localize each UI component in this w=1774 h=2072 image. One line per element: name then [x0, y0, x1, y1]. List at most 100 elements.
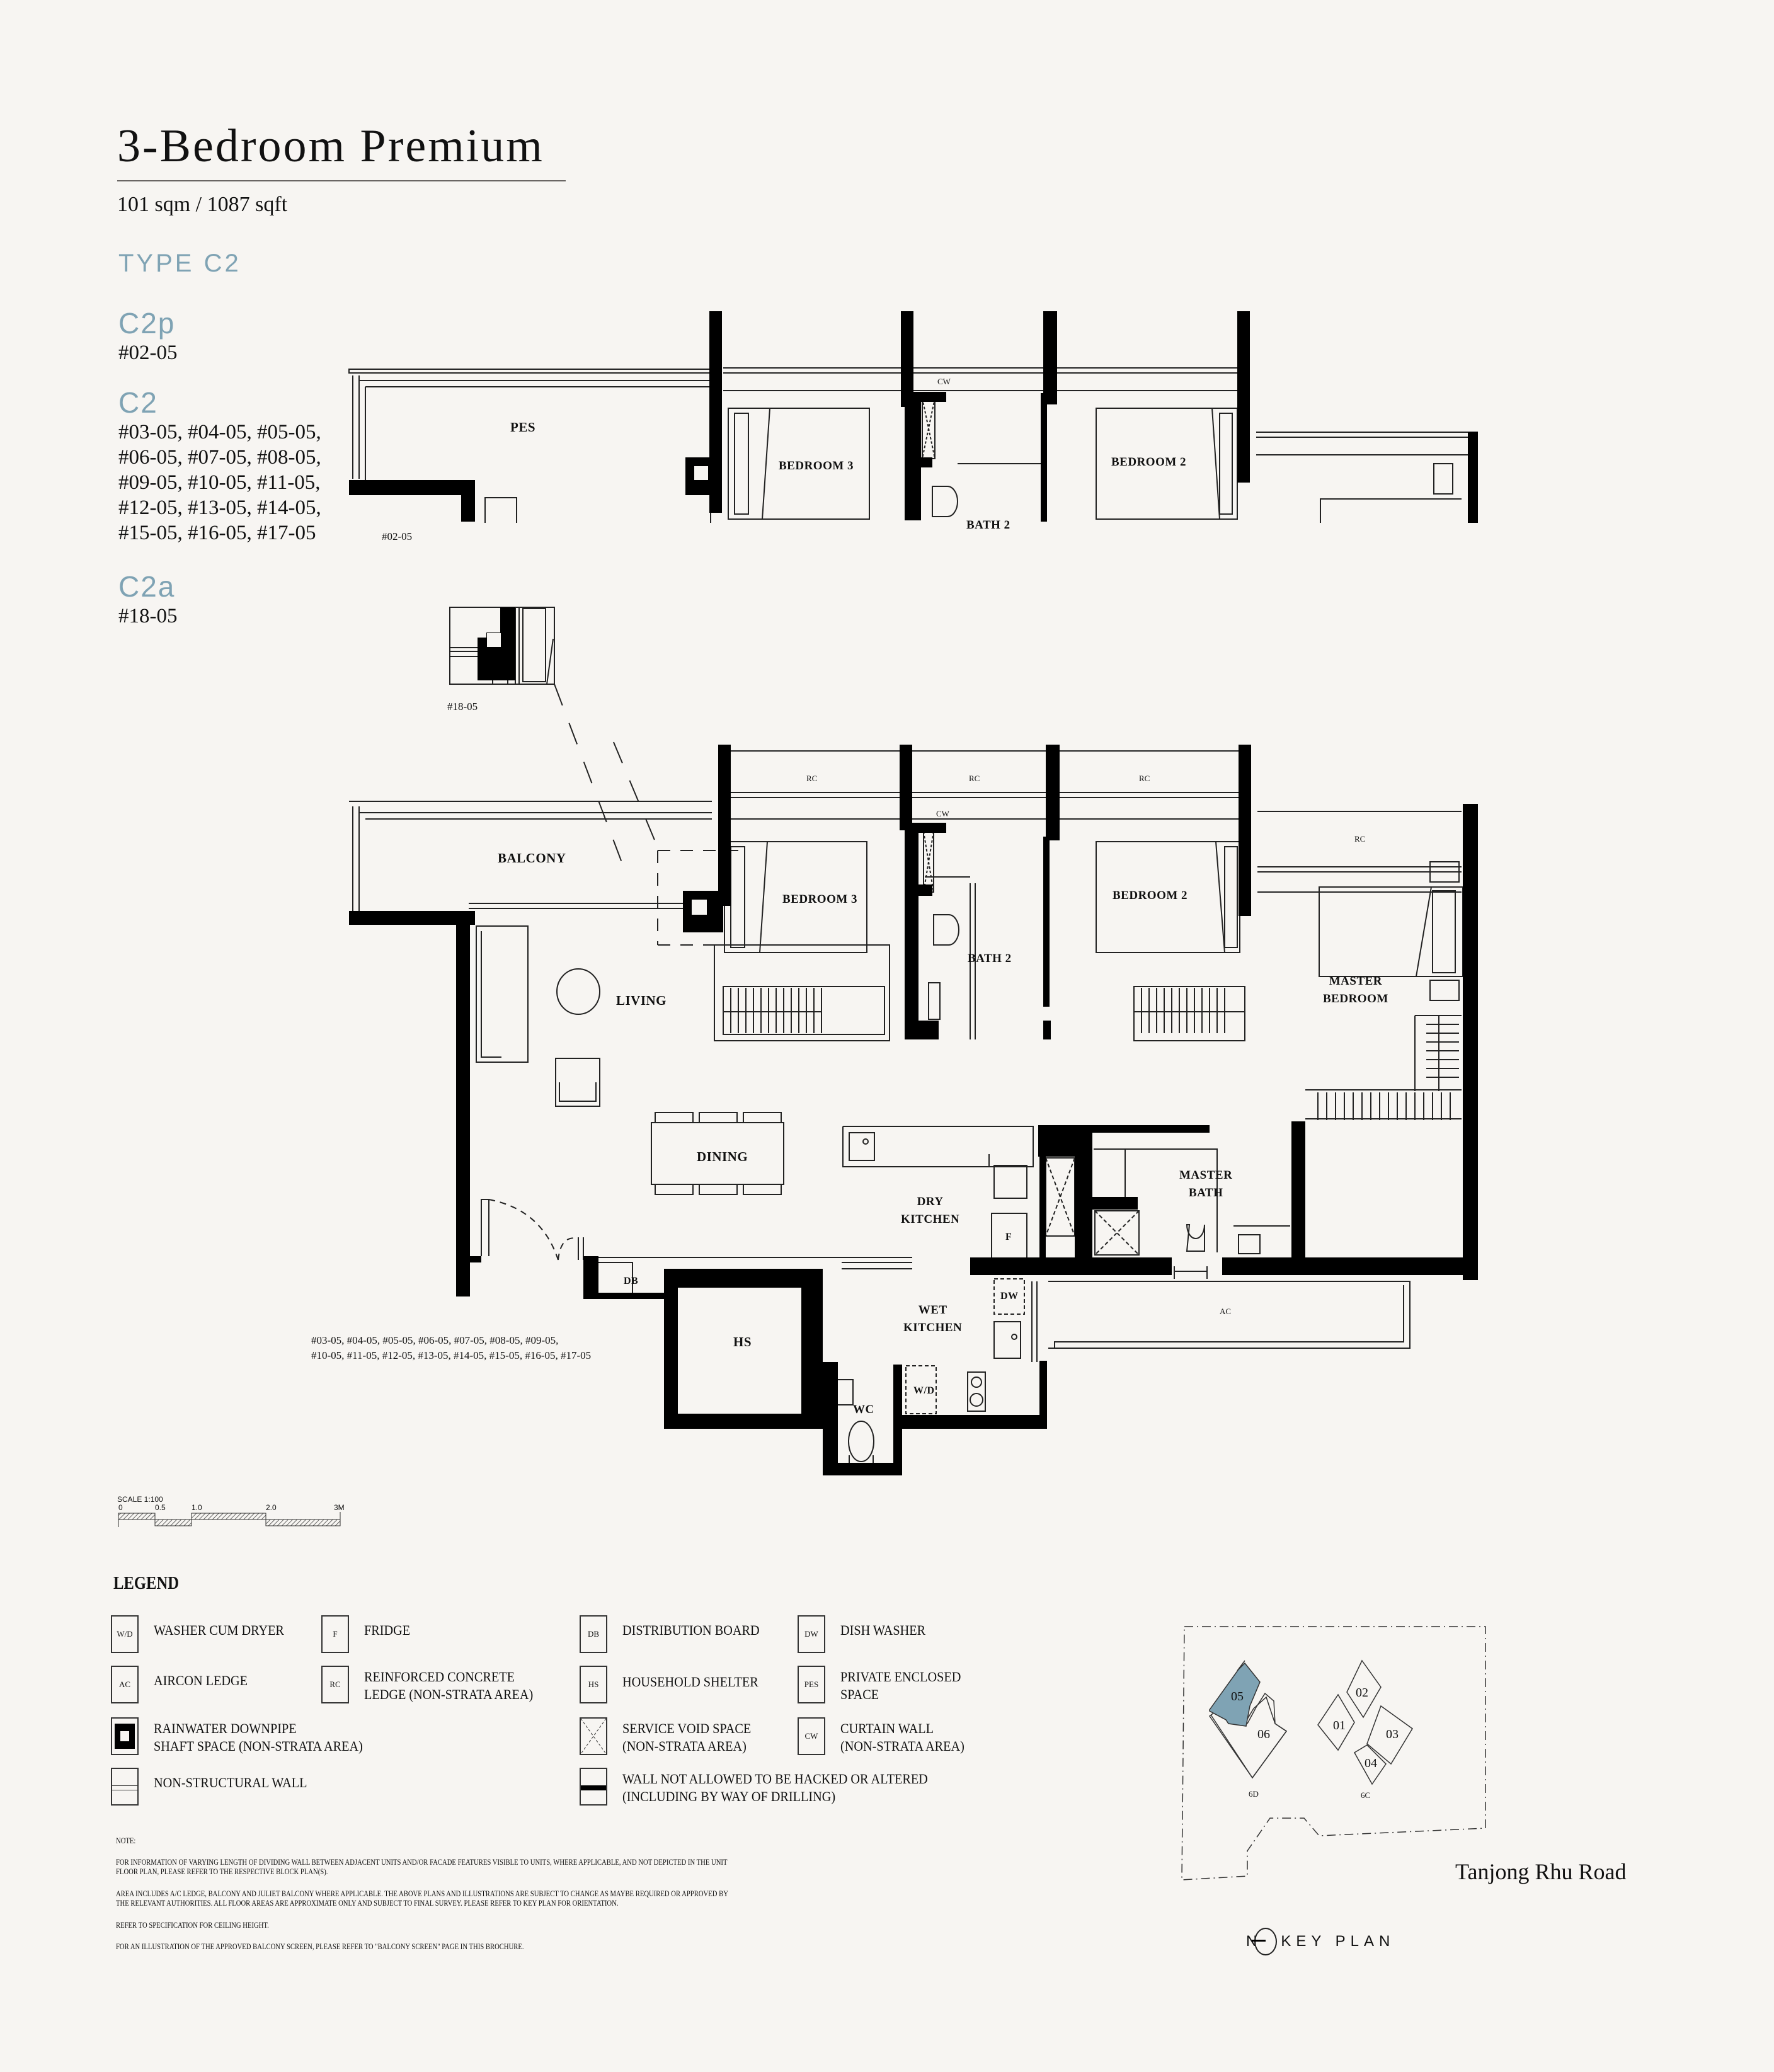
- legend-label: AIRCON LEDGE: [154, 1673, 248, 1688]
- structural-wall: [1239, 745, 1251, 916]
- north-key-plan-caption: N KEY PLAN: [1246, 1928, 1395, 1955]
- structural-wall: [718, 745, 731, 906]
- legend-label: HOUSEHOLD SHELTER: [622, 1674, 758, 1690]
- key-plan-caption: KEY PLAN: [1281, 1933, 1395, 1950]
- key-plan: 05 06 6D 01 02 03 04 6C Tanjong Rhu Road…: [1172, 1613, 1663, 1966]
- structural-wall: [1075, 1197, 1138, 1210]
- household-shelter-wall: [664, 1269, 823, 1429]
- room-label-bath2: BATH 2: [966, 518, 1010, 532]
- legend-code: AC: [111, 1666, 139, 1703]
- legend-code: PES: [798, 1666, 825, 1703]
- service-void-icon: [580, 1717, 607, 1755]
- legend-item-curtain-wall: CW CURTAIN WALL (NON-STRATA AREA): [798, 1717, 975, 1755]
- structural-wall: [1041, 393, 1047, 522]
- scale-tick: 3M: [334, 1503, 345, 1512]
- legend-label-line: SPACE: [840, 1686, 879, 1702]
- legend-item-rc-ledge: RC REINFORCED CONCRETE LEDGE (NON-STRATA…: [321, 1666, 548, 1703]
- variant-units-line: #15-05, #16-05, #17-05: [118, 522, 316, 544]
- note-line: AREA INCLUDES A/C LEDGE, BALCONY AND JUL…: [116, 1889, 728, 1898]
- plan-inset-c2p: PES BEDROOM 3 BEDROOM 2 BATH 2 CW #02-05: [0, 0, 1774, 567]
- label-line: MASTER: [1179, 1169, 1233, 1182]
- inset-unit-label: #02-05: [382, 530, 413, 542]
- legend-code: W/D: [111, 1615, 139, 1653]
- legend-code: DW: [798, 1615, 825, 1653]
- key-plan-unit-04: 04: [1365, 1756, 1377, 1770]
- legend-code: DB: [580, 1615, 607, 1653]
- note-line: THE RELEVANT AUTHORITIES. ALL FLOOR AREA…: [116, 1898, 619, 1908]
- note-item: FOR AN ILLUSTRATION OF THE APPROVED BALC…: [116, 1942, 524, 1951]
- legend-label-line: SERVICE VOID SPACE: [622, 1720, 752, 1736]
- legend-label: SERVICE VOID SPACE (NON-STRATA AREA): [622, 1720, 751, 1755]
- variant-name: C2: [118, 386, 158, 419]
- variant-name: C2a: [118, 570, 176, 603]
- structural-wall: [823, 1362, 838, 1474]
- structural-wall: [823, 1463, 901, 1475]
- road-label: Tanjong Rhu Road: [1455, 1859, 1627, 1884]
- variant-c2: C2 #03-05, #04-05, #05-05, #06-05, #07-0…: [118, 386, 321, 546]
- legend-title: LEGEND: [113, 1574, 180, 1593]
- legend-item-aircon-ledge: AC AIRCON LEDGE: [111, 1666, 256, 1703]
- room-label-bedroom2: BEDROOM 2: [1111, 455, 1187, 469]
- structural-wall: [893, 1415, 1047, 1429]
- legend-label: DISH WASHER: [840, 1622, 926, 1638]
- room-label-dining: DINING: [697, 1149, 748, 1164]
- room-label-bedroom3: BEDROOM 3: [782, 893, 858, 906]
- structural-wall: [1075, 1125, 1092, 1257]
- structural-wall: [461, 480, 475, 522]
- structural-wall: [583, 1256, 598, 1298]
- room-label-bedroom3: BEDROOM 3: [779, 459, 854, 472]
- label-washer-dryer: W/D: [913, 1385, 935, 1396]
- note-line: FOR INFORMATION OF VARYING LENGTH OF DIV…: [116, 1857, 728, 1867]
- structural-wall: [970, 1257, 1172, 1275]
- structural-wall: [1084, 1125, 1210, 1133]
- legend-label-line: (NON-STRATA AREA): [622, 1738, 747, 1754]
- note-item: REFER TO SPECIFICATION FOR CEILING HEIGH…: [116, 1920, 269, 1930]
- room-label-bedroom2: BEDROOM 2: [1113, 889, 1188, 902]
- key-plan-unit-02: 02: [1356, 1686, 1368, 1700]
- structural-wall: [901, 311, 913, 407]
- rainwater-downpipe-icon: [685, 457, 721, 495]
- structural-wall: [583, 1293, 665, 1299]
- legend-label-line: PRIVATE ENCLOSED: [840, 1669, 961, 1685]
- legend-item-household-shelter: HS HOUSEHOLD SHELTER: [580, 1666, 770, 1703]
- structural-wall: [905, 457, 932, 467]
- rainwater-downpipe-icon: [486, 632, 501, 648]
- room-label-master-bath: MASTER BATH: [1179, 1167, 1232, 1202]
- unit-area: 101 sqm / 1087 sqft: [117, 193, 288, 216]
- key-plan-unit-03: 03: [1386, 1727, 1399, 1741]
- room-label-pes: PES: [510, 420, 536, 435]
- rainwater-downpipe-icon: [683, 891, 723, 932]
- legend-label-line: LEDGE (NON-STRATA AREA): [364, 1686, 534, 1702]
- unit-list-line: #03-05, #04-05, #05-05, #06-05, #07-05, …: [311, 1334, 559, 1346]
- legend-item-fridge: F FRIDGE: [321, 1615, 414, 1653]
- structural-wall: [900, 745, 912, 830]
- legend-label-line: SHAFT SPACE (NON-STRATA AREA): [154, 1738, 363, 1754]
- notes-heading: NOTE:: [116, 1836, 136, 1845]
- structural-wall: [456, 1256, 481, 1262]
- legend-label: PRIVATE ENCLOSED SPACE: [840, 1668, 961, 1703]
- legend-item-washer-dryer: W/D WASHER CUM DRYER: [111, 1615, 295, 1653]
- label-line: MASTER: [1329, 975, 1383, 988]
- structural-wall: [1291, 1121, 1305, 1135]
- main-plan-linework: [349, 741, 1463, 1468]
- structural-wall: [1043, 1021, 1051, 1039]
- legend-code: RC: [321, 1666, 349, 1703]
- legend-code: F: [321, 1615, 349, 1653]
- legend-label: NON-STRUCTURAL WALL: [154, 1775, 307, 1790]
- room-label-dry-kitchen: DRY KITCHEN: [901, 1193, 959, 1228]
- legend-label: DISTRIBUTION BOARD: [622, 1622, 760, 1638]
- page-title: 3-Bedroom Premium: [117, 120, 544, 172]
- structural-wall: [1237, 311, 1250, 483]
- legend-item-structural-wall: WALL NOT ALLOWED TO BE HACKED OR ALTERED…: [580, 1768, 954, 1806]
- structural-wall-icon: [580, 1768, 607, 1806]
- note-item: FOR INFORMATION OF VARYING LENGTH OF DIV…: [116, 1857, 727, 1876]
- legend-code: CW: [798, 1717, 825, 1755]
- label-distribution-board: DB: [624, 1276, 639, 1286]
- structural-wall: [905, 827, 918, 1034]
- main-floor-plan: BALCONY LIVING DINING BEDROOM 3 BATH 2 B…: [311, 741, 1478, 1475]
- structural-wall: [1039, 1361, 1047, 1429]
- scale-bar-graphic: [118, 1512, 341, 1527]
- variant-c2a: C2a #18-05: [118, 570, 178, 629]
- structural-wall: [905, 392, 946, 402]
- structural-wall: [1291, 1125, 1305, 1264]
